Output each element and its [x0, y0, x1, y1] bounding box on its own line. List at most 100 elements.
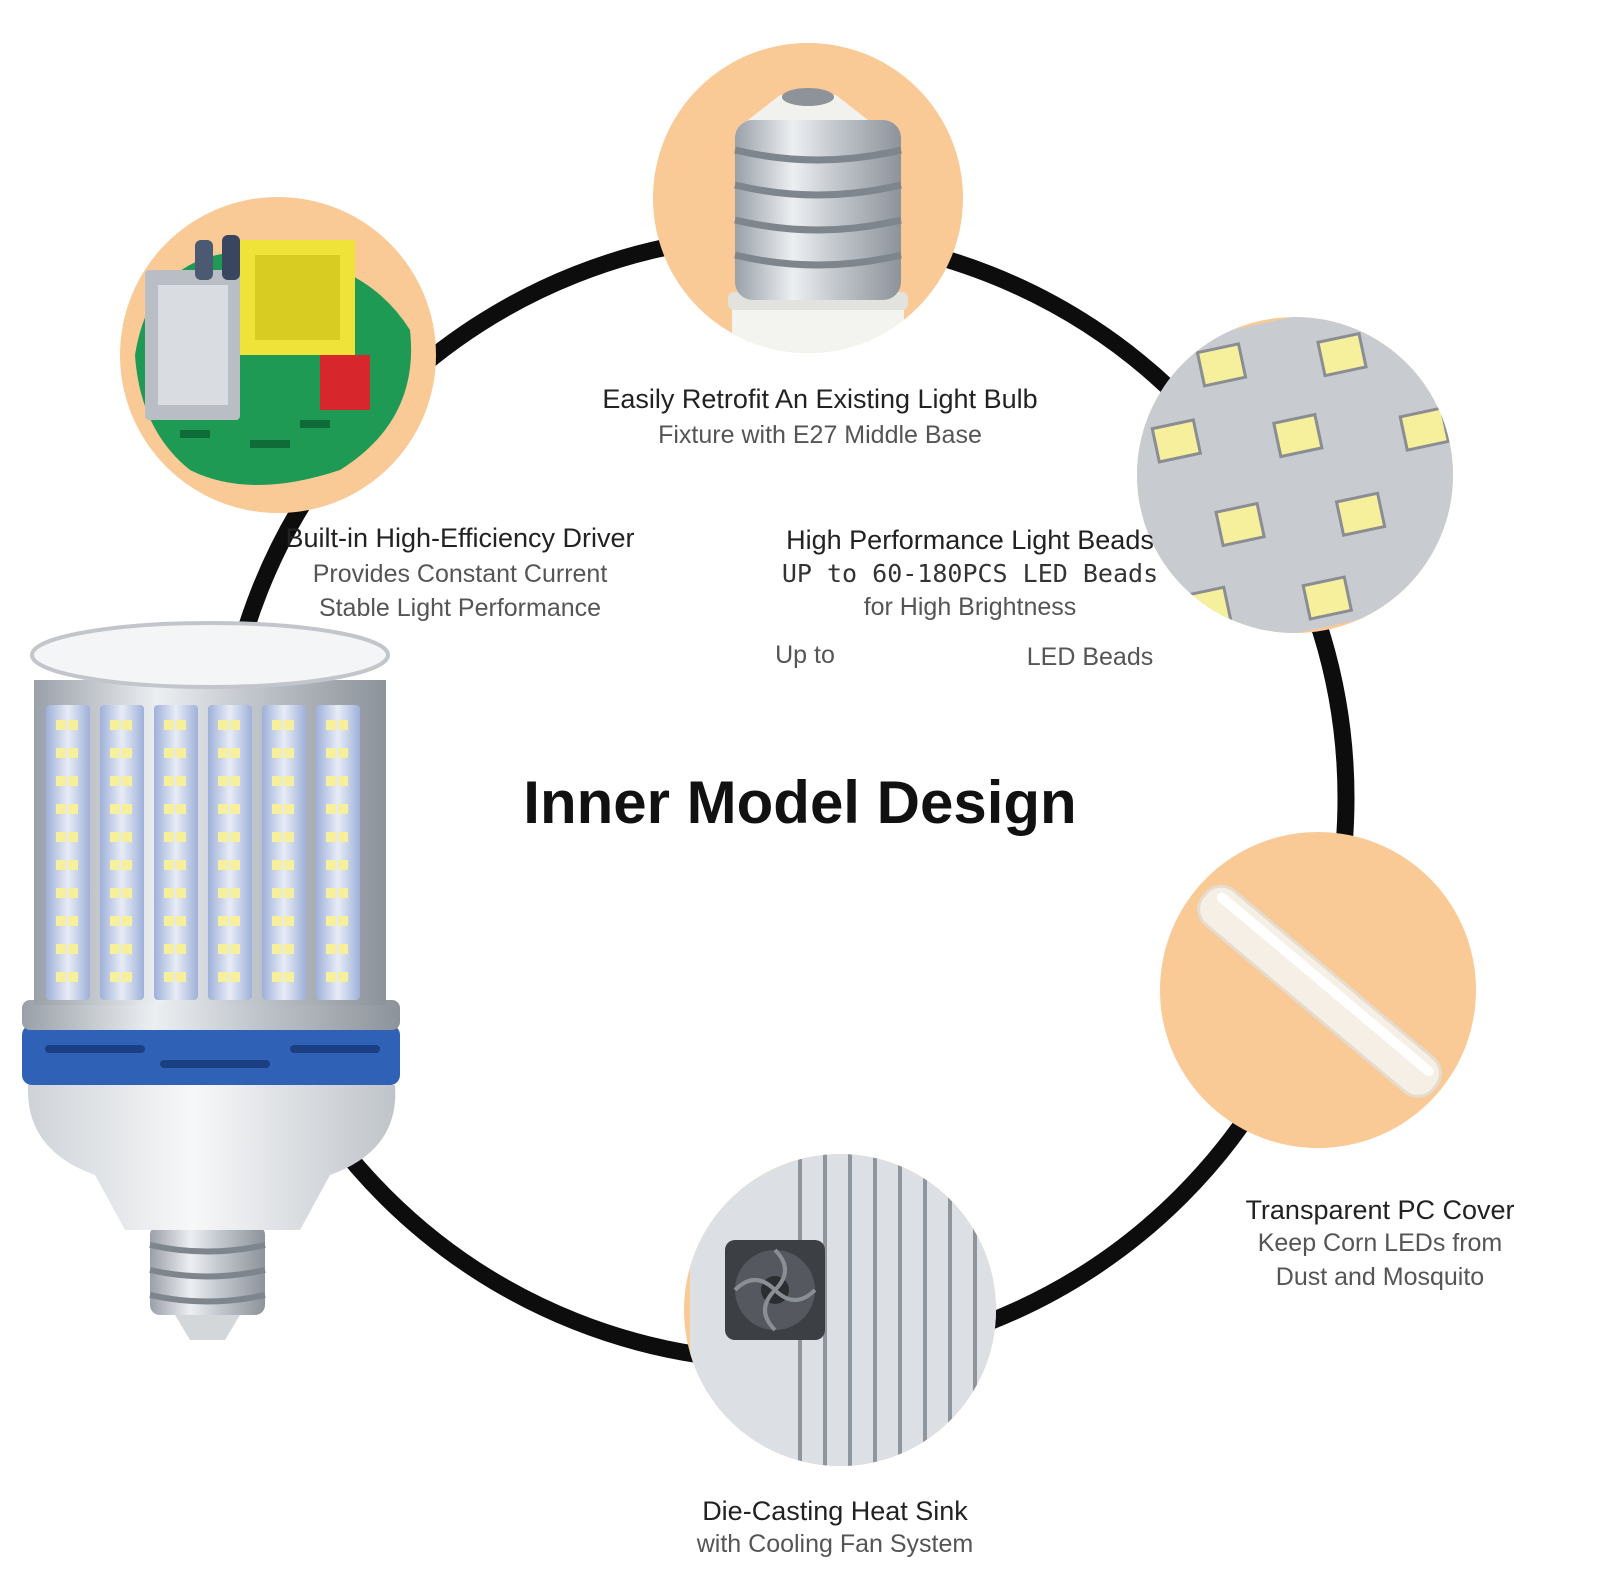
led-dot	[218, 860, 228, 870]
driver-heading: Built-in High-Efficiency Driver	[285, 523, 635, 553]
led-dot	[122, 860, 132, 870]
led-dot	[218, 972, 228, 982]
led-dot	[338, 916, 348, 926]
led-dot	[110, 748, 120, 758]
led-dot	[176, 944, 186, 954]
led-dot	[326, 832, 336, 842]
led-dot	[284, 720, 294, 730]
led-dot	[176, 860, 186, 870]
led-dot	[56, 944, 66, 954]
led-dot	[176, 804, 186, 814]
led-dot	[284, 776, 294, 786]
led-dot	[68, 832, 78, 842]
led-dot	[122, 888, 132, 898]
led-dot	[56, 916, 66, 926]
led-dot	[56, 776, 66, 786]
led-dot	[176, 748, 186, 758]
beads-led-beads: LED Beads	[1026, 643, 1154, 671]
led-dot	[68, 860, 78, 870]
led-dot	[176, 776, 186, 786]
led-dot	[230, 888, 240, 898]
led-dot	[284, 804, 294, 814]
led-dot	[338, 832, 348, 842]
cover-line2: Dust and Mosquito	[1275, 1263, 1485, 1291]
led-dot	[230, 916, 240, 926]
led-dot	[176, 888, 186, 898]
led-dot	[272, 776, 282, 786]
led-dot	[164, 832, 174, 842]
led-dot	[68, 776, 78, 786]
led-dot	[338, 804, 348, 814]
led-dot	[122, 832, 132, 842]
led-dot	[68, 944, 78, 954]
led-dot	[110, 888, 120, 898]
heatsink-heading: Die-Casting Heat Sink	[702, 1496, 968, 1526]
led-dot	[68, 720, 78, 730]
led-dot	[68, 748, 78, 758]
corn-led-bulb-icon	[22, 621, 400, 1340]
led-dot	[272, 720, 282, 730]
led-dot	[164, 888, 174, 898]
led-dot	[56, 860, 66, 870]
led-dot	[218, 748, 228, 758]
led-dot	[218, 916, 228, 926]
led-dot	[110, 916, 120, 926]
led-dot	[56, 720, 66, 730]
led-dot	[326, 804, 336, 814]
led-dot	[110, 776, 120, 786]
led-dot	[164, 748, 174, 758]
led-dot	[284, 860, 294, 870]
led-dot	[218, 832, 228, 842]
page-title: Inner Model Design	[523, 769, 1077, 836]
base-detail: Fixture with E27 Middle Base	[658, 421, 982, 449]
driver-line1: Provides Constant Current	[312, 560, 608, 588]
beads-up-to: Up to	[775, 641, 835, 669]
led-dot	[56, 804, 66, 814]
led-dot	[284, 916, 294, 926]
led-dot	[272, 860, 282, 870]
led-dot	[164, 860, 174, 870]
led-dot	[272, 916, 282, 926]
cover-line1: Keep Corn LEDs from	[1257, 1229, 1503, 1257]
led-dot	[122, 916, 132, 926]
led-dot	[338, 860, 348, 870]
led-dot	[230, 804, 240, 814]
cover-heading: Transparent PC Cover	[1245, 1195, 1515, 1225]
led-dot	[122, 804, 132, 814]
led-dot	[230, 860, 240, 870]
led-dot	[122, 776, 132, 786]
led-dot	[272, 804, 282, 814]
beads-line2: for High Brightness	[863, 593, 1077, 621]
led-dot	[56, 748, 66, 758]
led-dot	[68, 888, 78, 898]
led-dot	[56, 972, 66, 982]
led-dot	[122, 944, 132, 954]
led-dot	[164, 972, 174, 982]
led-dot	[110, 972, 120, 982]
led-dot	[68, 972, 78, 982]
led-dot	[230, 832, 240, 842]
led-dot	[164, 804, 174, 814]
led-dot	[326, 888, 336, 898]
led-dot	[338, 944, 348, 954]
led-dot	[110, 832, 120, 842]
led-dot	[284, 972, 294, 982]
led-dot	[284, 944, 294, 954]
led-dot	[122, 720, 132, 730]
led-dot	[272, 888, 282, 898]
led-dot	[164, 916, 174, 926]
led-dot	[230, 776, 240, 786]
led-dot	[284, 832, 294, 842]
transparent-cover-icon	[1160, 832, 1476, 1148]
heatsink-detail: with Cooling Fan System	[696, 1530, 974, 1558]
led-dot	[338, 888, 348, 898]
led-dot	[326, 776, 336, 786]
driver-line2: Stable Light Performance	[318, 594, 602, 622]
led-dot	[164, 944, 174, 954]
heat-sink-fan-icon	[684, 1154, 996, 1466]
beads-line1: UP to 60-180PCS LED Beads	[781, 559, 1159, 588]
led-dot	[230, 972, 240, 982]
led-dot	[110, 860, 120, 870]
led-chip-icon	[1137, 317, 1453, 633]
